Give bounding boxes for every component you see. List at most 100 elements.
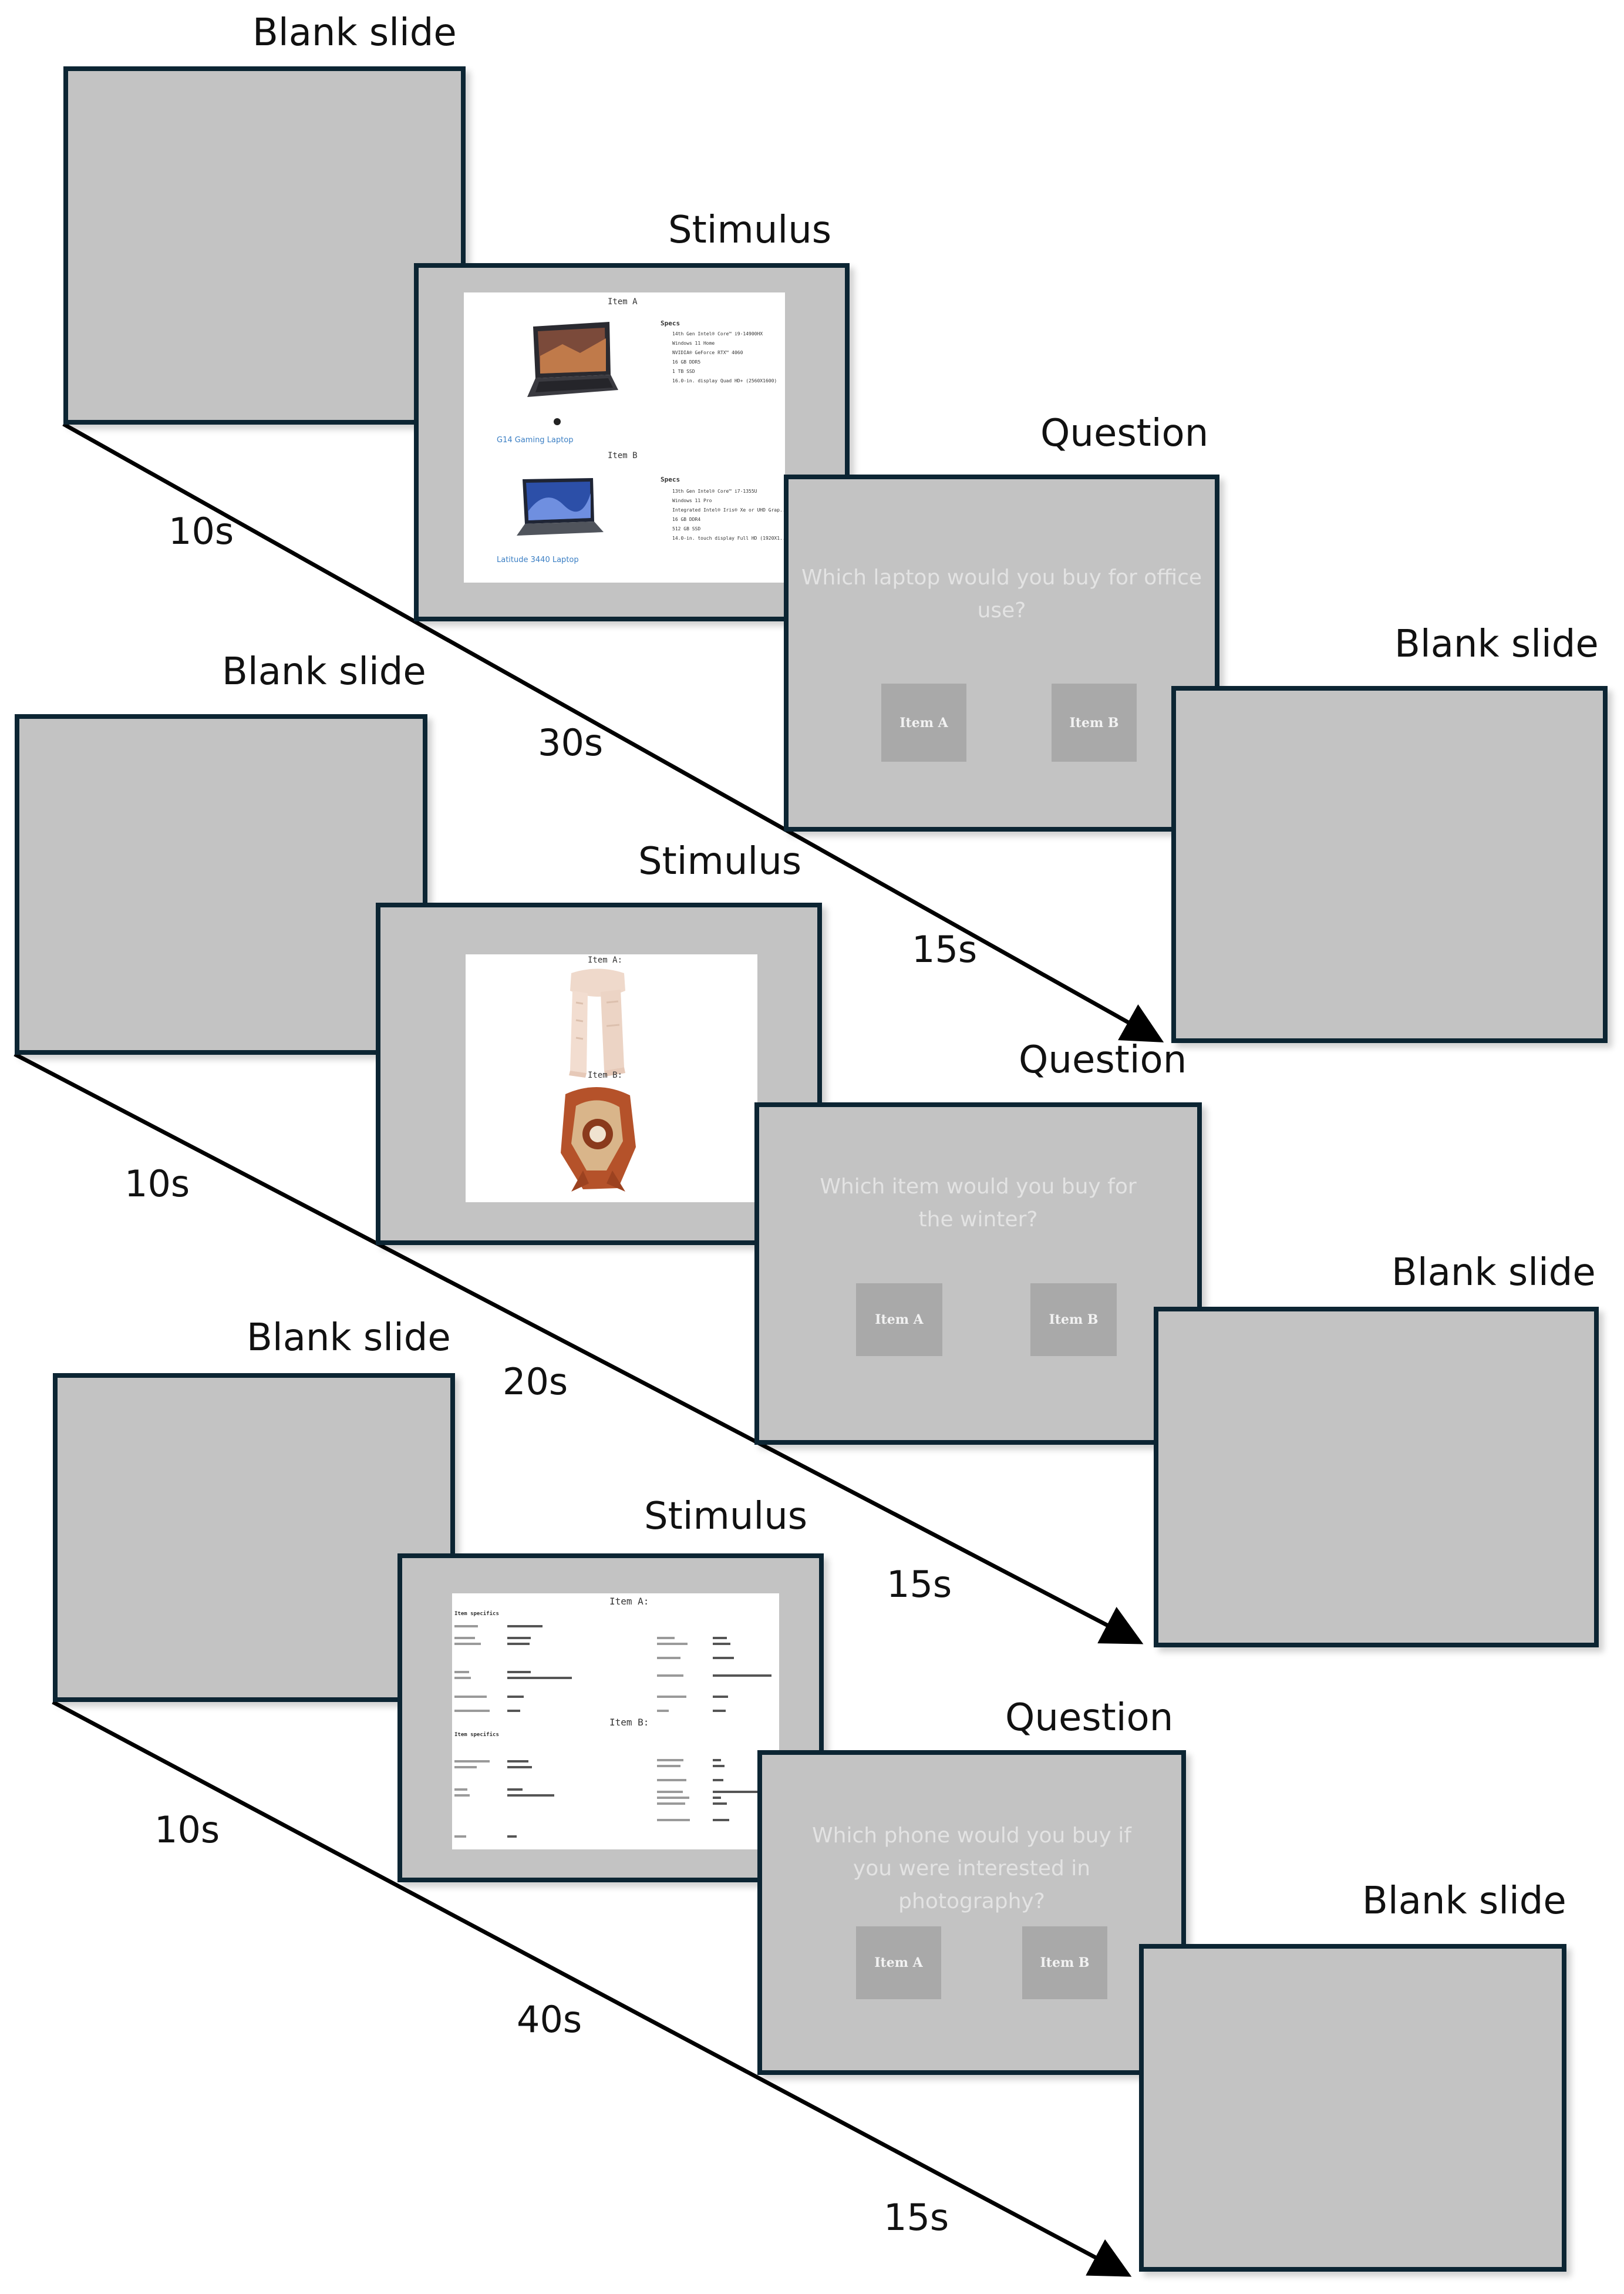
spec-row: [454, 1766, 477, 1768]
spec-row: [657, 1643, 688, 1645]
laptop-icon: [517, 478, 604, 536]
question-text: Which laptop would you buy for office us…: [801, 566, 1202, 623]
item-b-button[interactable]: Item B: [1022, 1926, 1107, 1999]
duration-label: 30s: [538, 721, 604, 764]
duration-label: 40s: [517, 1998, 582, 2041]
spec-row: [657, 1657, 680, 1659]
spec-row: [713, 1802, 727, 1805]
spec-row: [713, 1797, 721, 1799]
duration-label: 15s: [912, 928, 978, 971]
spec-row: [507, 1677, 572, 1679]
blank-slide: [1154, 1307, 1599, 1647]
question-label: Question: [1019, 1038, 1187, 1082]
blank-slide: [53, 1373, 455, 1702]
spec-row: [507, 1625, 543, 1627]
item-b-header: Item B:: [609, 1717, 649, 1728]
item-a-button[interactable]: Item A: [881, 684, 966, 762]
item-b-spec-list: 13th Gen Intel® Core™ i7-1355U Windows 1…: [672, 489, 785, 547]
phone-stimulus-panel: Item A: Item specifics Item B: Item spec…: [452, 1593, 779, 1849]
stimulus-label: Stimulus: [668, 208, 832, 252]
spec-row: [657, 1765, 680, 1767]
spec-row: [454, 1637, 475, 1639]
timeline-arrow-trial-2: [14, 1052, 1144, 1644]
spec-row: [713, 1674, 771, 1677]
spec-row: [657, 1710, 669, 1712]
spec-line: NVIDIA® GeForce RTX™ 4060: [672, 350, 743, 355]
spec-line: Windows 11 Pro: [672, 498, 712, 503]
item-b-specifics-table: [454, 1758, 774, 1846]
spec-row: [657, 1819, 690, 1821]
spec-row: [507, 1696, 524, 1698]
spec-line: 16 GB DDR5: [672, 359, 701, 365]
spec-row: [454, 1794, 470, 1797]
blank-slide: [15, 714, 427, 1055]
blank-slide-label: Blank slide: [252, 11, 457, 55]
item-b-button[interactable]: Item B: [1030, 1283, 1117, 1356]
spec-row: [657, 1759, 683, 1761]
spec-row: [657, 1791, 683, 1793]
item-b-header: Item B:: [588, 1071, 623, 1080]
question-slide: Which phone would you buy if you were in…: [757, 1750, 1186, 2075]
item-a-specifics-table: [454, 1623, 774, 1717]
item-a-button[interactable]: Item A: [856, 1926, 941, 1999]
spec-row: [454, 1835, 466, 1838]
spec-row: [657, 1674, 683, 1677]
spec-row: [713, 1791, 771, 1793]
spec-row: [713, 1637, 727, 1639]
blank-slide: [1171, 686, 1608, 1043]
spec-row: [507, 1671, 531, 1673]
blank-slide-label: Blank slide: [1394, 623, 1599, 666]
spec-row: [713, 1696, 728, 1698]
spec-row: [507, 1710, 520, 1712]
spec-row: [657, 1696, 686, 1698]
silk-scarf-image: [561, 1087, 636, 1192]
item-a-product-link: G14 Gaming Laptop: [497, 436, 574, 445]
spec-row: [507, 1760, 528, 1762]
stimulus-slide: Item A: Item B:: [376, 903, 822, 1245]
item-b-button[interactable]: Item B: [1052, 684, 1137, 762]
question-text: Which phone would you buy if you were in…: [812, 1824, 1131, 1913]
spec-row: [454, 1696, 487, 1698]
spec-row: [454, 1677, 471, 1679]
question-text: Which item would you buy for the winter?: [820, 1175, 1137, 1232]
question-label: Question: [1040, 412, 1209, 455]
laptop-icon: [527, 322, 618, 397]
spec-row: [454, 1760, 490, 1762]
spec-row: [713, 1779, 723, 1781]
blank-slide-label: Blank slide: [1362, 1879, 1566, 1923]
item-a-spec-list: 14th Gen Intel® Core™ i9-14900HX Windows…: [672, 331, 778, 390]
spec-row: [507, 1788, 523, 1791]
spec-row: [507, 1835, 517, 1838]
spec-row: [454, 1788, 467, 1791]
spec-row: [657, 1637, 675, 1639]
timeline-arrow-trial-1: [62, 422, 1164, 1042]
item-a-button[interactable]: Item A: [856, 1283, 942, 1356]
item-a-header: Item A: [608, 297, 638, 307]
spec-row: [454, 1643, 481, 1645]
spec-row: [713, 1759, 721, 1761]
knit-scarf-image: [569, 968, 625, 1078]
spec-line: 14.0-in. touch display Full HD (1920X1..…: [672, 536, 785, 541]
stimulus-slide: Item A G14 Gaming Laptop Specs 14th Gen …: [414, 263, 850, 621]
spec-line: 1 TB SSD: [672, 369, 695, 374]
duration-label: 15s: [887, 1563, 952, 1606]
spec-line: 16.0-in. display Quad HD+ (2560X1600): [672, 378, 777, 384]
blank-slide-label: Blank slide: [247, 1316, 451, 1360]
item-b-specs-heading: Specs: [661, 476, 680, 483]
spec-row: [657, 1797, 689, 1799]
item-b-product-link: Latitude 3440 Laptop: [497, 556, 579, 564]
spec-row: [713, 1643, 730, 1645]
blank-slide: [63, 66, 466, 425]
spec-row: [657, 1802, 685, 1805]
blank-slide: [1139, 1944, 1566, 2272]
duration-label: 20s: [503, 1360, 568, 1403]
spec-row: [713, 1819, 729, 1821]
blank-slide-label: Blank slide: [1391, 1251, 1596, 1294]
laptop-stimulus-panel: Item A G14 Gaming Laptop Specs 14th Gen …: [464, 292, 785, 583]
spec-row: [657, 1779, 686, 1781]
item-specifics-heading: Item specifics: [454, 1611, 499, 1617]
blank-slide-label: Blank slide: [222, 650, 426, 694]
question-label: Question: [1005, 1696, 1174, 1740]
